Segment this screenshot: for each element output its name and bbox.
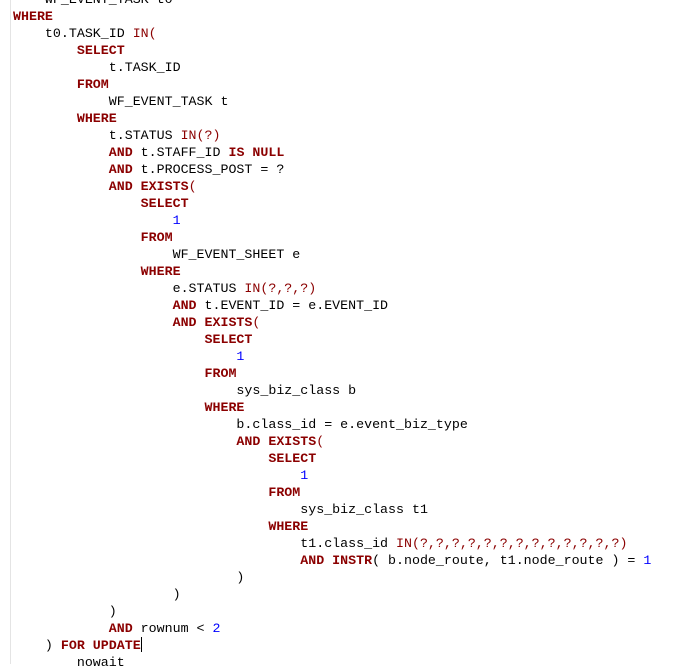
- sql-keyword: WHERE: [13, 264, 181, 279]
- editor-gutter: [0, 0, 11, 664]
- sql-keyword: SELECT: [13, 451, 317, 466]
- code-line[interactable]: SELECT: [13, 195, 651, 212]
- code-line[interactable]: t.STATUS IN(?): [13, 127, 651, 144]
- code-line[interactable]: AND t.PROCESS_POST = ?: [13, 161, 651, 178]
- sql-identifier: WF_EVENT_TASK t0: [13, 0, 173, 7]
- sql-identifier: t.STAFF_ID: [132, 145, 229, 160]
- sql-identifier: t0.TASK_ID: [13, 26, 133, 41]
- code-line[interactable]: AND EXISTS(: [13, 178, 651, 195]
- sql-keyword: WHERE: [13, 400, 245, 415]
- sql-identifier: ): [13, 570, 245, 585]
- sql-operator: (: [316, 434, 325, 449]
- sql-identifier: ): [13, 604, 117, 619]
- sql-identifier: t.STATUS: [13, 128, 181, 143]
- code-line[interactable]: SELECT: [13, 42, 651, 59]
- sql-identifier: ( b.node_route, t1.node_route ) =: [372, 553, 644, 568]
- code-line[interactable]: t1.class_id IN(?,?,?,?,?,?,?,?,?,?,?,?,?…: [13, 535, 651, 552]
- code-line[interactable]: b.class_id = e.event_biz_type: [13, 416, 651, 433]
- sql-operator: IN(?,?,?,?,?,?,?,?,?,?,?,?,?): [396, 536, 628, 551]
- sql-keyword: SELECT: [13, 332, 253, 347]
- sql-keyword: WHERE: [13, 111, 117, 126]
- code-line[interactable]: SELECT: [13, 331, 651, 348]
- sql-operator: IN(?,?,?): [244, 281, 317, 296]
- sql-keyword: SELECT: [13, 43, 125, 58]
- code-line[interactable]: ): [13, 603, 651, 620]
- sql-identifier: e.STATUS: [13, 281, 245, 296]
- sql-keyword: AND EXISTS: [13, 434, 317, 449]
- code-line[interactable]: WHERE: [13, 110, 651, 127]
- code-line[interactable]: 1: [13, 348, 651, 365]
- sql-identifier: ): [13, 638, 61, 653]
- code-line[interactable]: t.TASK_ID: [13, 59, 651, 76]
- sql-identifier: WF_EVENT_SHEET e: [13, 247, 301, 262]
- code-line[interactable]: FROM: [13, 229, 651, 246]
- sql-identifier: WF_EVENT_TASK t: [13, 94, 229, 109]
- sql-editor[interactable]: WF_EVENT_TASK t0 WHERE t0.TASK_ID IN( SEL…: [13, 0, 651, 671]
- code-line[interactable]: AND rownum < 2: [13, 620, 651, 637]
- code-line[interactable]: sys_biz_class b: [13, 382, 651, 399]
- sql-identifier: t.PROCESS_POST = ?: [132, 162, 285, 177]
- sql-identifier: rownum <: [132, 621, 213, 636]
- sql-keyword: AND EXISTS: [13, 315, 253, 330]
- sql-keyword: FROM: [13, 77, 109, 92]
- sql-identifier: sys_biz_class t1: [13, 502, 428, 517]
- sql-keyword: WHERE: [13, 519, 309, 534]
- code-line[interactable]: ): [13, 569, 651, 586]
- code-line[interactable]: FROM: [13, 76, 651, 93]
- code-line[interactable]: 1: [13, 212, 651, 229]
- code-line[interactable]: WHERE: [13, 263, 651, 280]
- sql-number: 1: [13, 468, 309, 483]
- text-caret: [140, 637, 142, 652]
- code-line[interactable]: ) FOR UPDATE: [13, 637, 651, 654]
- code-line[interactable]: SELECT: [13, 450, 651, 467]
- code-line[interactable]: e.STATUS IN(?,?,?): [13, 280, 651, 297]
- code-line[interactable]: ): [13, 586, 651, 603]
- sql-keyword: FROM: [13, 366, 237, 381]
- code-line[interactable]: AND t.EVENT_ID = e.EVENT_ID: [13, 297, 651, 314]
- sql-keyword: AND: [13, 145, 133, 160]
- code-line[interactable]: FROM: [13, 484, 651, 501]
- code-line[interactable]: WF_EVENT_SHEET e: [13, 246, 651, 263]
- code-line[interactable]: WHERE: [13, 8, 651, 25]
- sql-operator: IN(: [132, 26, 157, 41]
- sql-operator: IN(?): [180, 128, 221, 143]
- sql-keyword: FOR UPDATE: [60, 638, 141, 653]
- sql-operator: (: [188, 179, 197, 194]
- sql-operator: (: [252, 315, 261, 330]
- sql-keyword: WHERE: [13, 9, 53, 24]
- sql-keyword: FROM: [13, 485, 301, 500]
- sql-identifier: t1.class_id: [13, 536, 397, 551]
- sql-identifier: ): [13, 587, 181, 602]
- sql-keyword: AND INSTR: [13, 553, 373, 568]
- code-line[interactable]: t0.TASK_ID IN(: [13, 25, 651, 42]
- code-line[interactable]: sys_biz_class t1: [13, 501, 651, 518]
- sql-keyword: AND: [13, 162, 133, 177]
- code-line[interactable]: nowait: [13, 654, 651, 671]
- code-line[interactable]: FROM: [13, 365, 651, 382]
- sql-number: 1: [13, 349, 245, 364]
- sql-number: 2: [212, 621, 221, 636]
- sql-keyword: AND EXISTS: [13, 179, 189, 194]
- code-line[interactable]: WHERE: [13, 518, 651, 535]
- code-line[interactable]: 1: [13, 467, 651, 484]
- sql-keyword: IS NULL: [228, 145, 285, 160]
- code-line[interactable]: WF_EVENT_TASK t0: [13, 0, 651, 8]
- code-line[interactable]: WHERE: [13, 399, 651, 416]
- sql-keyword: AND: [13, 621, 133, 636]
- sql-identifier: t.TASK_ID: [13, 60, 181, 75]
- code-line[interactable]: AND t.STAFF_ID IS NULL: [13, 144, 651, 161]
- sql-keyword: FROM: [13, 230, 173, 245]
- sql-identifier: nowait: [13, 655, 125, 670]
- sql-number: 1: [643, 553, 652, 568]
- code-line[interactable]: AND EXISTS(: [13, 433, 651, 450]
- sql-identifier: t.EVENT_ID = e.EVENT_ID: [196, 298, 389, 313]
- code-line[interactable]: AND EXISTS(: [13, 314, 651, 331]
- code-line[interactable]: WF_EVENT_TASK t: [13, 93, 651, 110]
- sql-keyword: AND: [13, 298, 197, 313]
- sql-keyword: SELECT: [13, 196, 189, 211]
- sql-number: 1: [13, 213, 181, 228]
- sql-identifier: b.class_id = e.event_biz_type: [13, 417, 468, 432]
- sql-identifier: sys_biz_class b: [13, 383, 357, 398]
- code-line[interactable]: AND INSTR( b.node_route, t1.node_route )…: [13, 552, 651, 569]
